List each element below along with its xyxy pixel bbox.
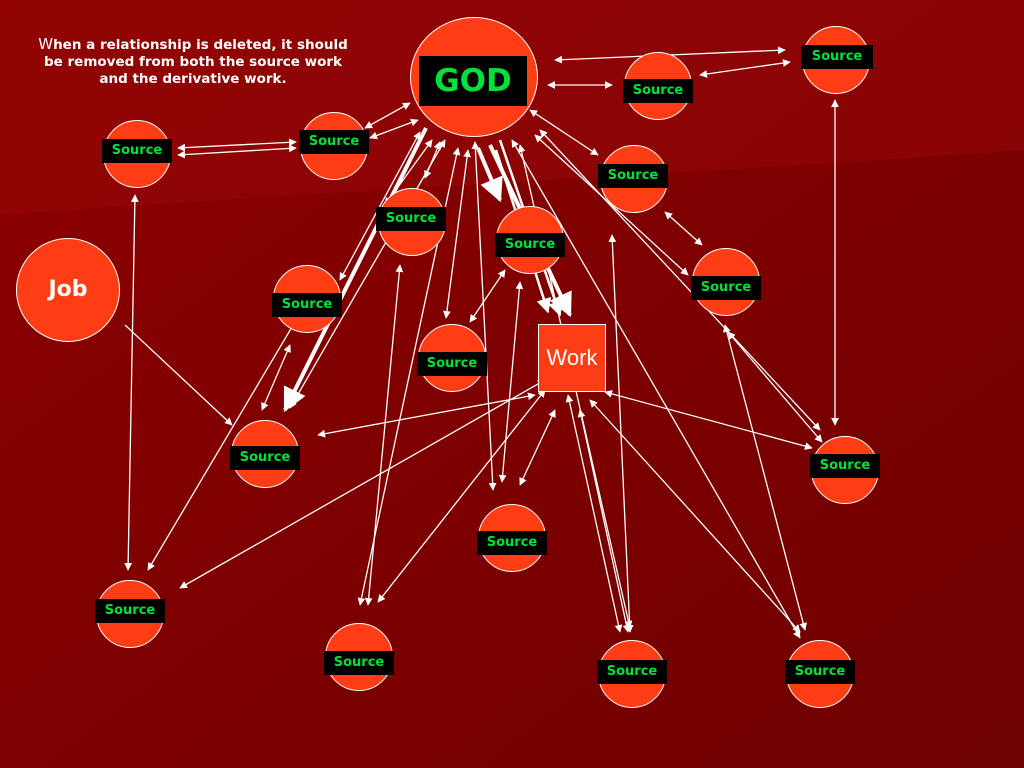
source-label: Source [376, 207, 446, 231]
source-node[interactable]: Source [623, 52, 693, 120]
source-label: Source [801, 45, 873, 69]
source-label: Source [324, 651, 394, 675]
work-node[interactable]: Work [538, 324, 606, 392]
source-node[interactable]: Source [495, 206, 565, 274]
source-label: Source [691, 276, 761, 300]
source-node[interactable]: Source [810, 436, 880, 504]
source-node[interactable]: Source [376, 188, 446, 256]
source-label: Source [623, 79, 693, 103]
source-node[interactable]: Source [597, 640, 667, 708]
deletion-note: When a relationship is deleted, it shoul… [30, 36, 356, 88]
source-node[interactable]: Source [299, 112, 369, 180]
source-label: Source [477, 531, 547, 555]
source-label: Source [785, 660, 855, 684]
job-node[interactable]: Job [16, 238, 120, 342]
source-node[interactable]: Source [801, 26, 873, 94]
source-node[interactable]: Source [95, 580, 165, 648]
source-label: Source [597, 660, 667, 684]
source-label: Source [95, 599, 165, 623]
source-label: Source [299, 130, 369, 154]
source-node[interactable]: Source [102, 120, 172, 188]
god-label: GOD [419, 56, 527, 106]
source-label: Source [102, 139, 172, 163]
source-label: Source [272, 293, 342, 317]
job-label: Job [48, 277, 88, 302]
source-node[interactable]: Source [598, 145, 668, 213]
work-label: Work [546, 345, 598, 370]
source-label: Source [810, 454, 880, 478]
source-label: Source [598, 164, 668, 188]
source-node[interactable]: Source [417, 324, 487, 392]
source-node[interactable]: Source [691, 248, 761, 316]
source-node[interactable]: Source [324, 623, 394, 691]
source-node[interactable]: Source [785, 640, 855, 708]
source-label: Source [230, 446, 300, 470]
god-node[interactable]: GOD [410, 17, 538, 137]
source-node[interactable]: Source [477, 504, 547, 572]
source-node[interactable]: Source [230, 420, 300, 488]
source-label: Source [417, 352, 487, 376]
note-text: hen a relationship is deleted, it should… [43, 37, 348, 87]
source-node[interactable]: Source [272, 265, 342, 333]
note-lead: W [38, 35, 54, 53]
source-label: Source [495, 233, 565, 257]
